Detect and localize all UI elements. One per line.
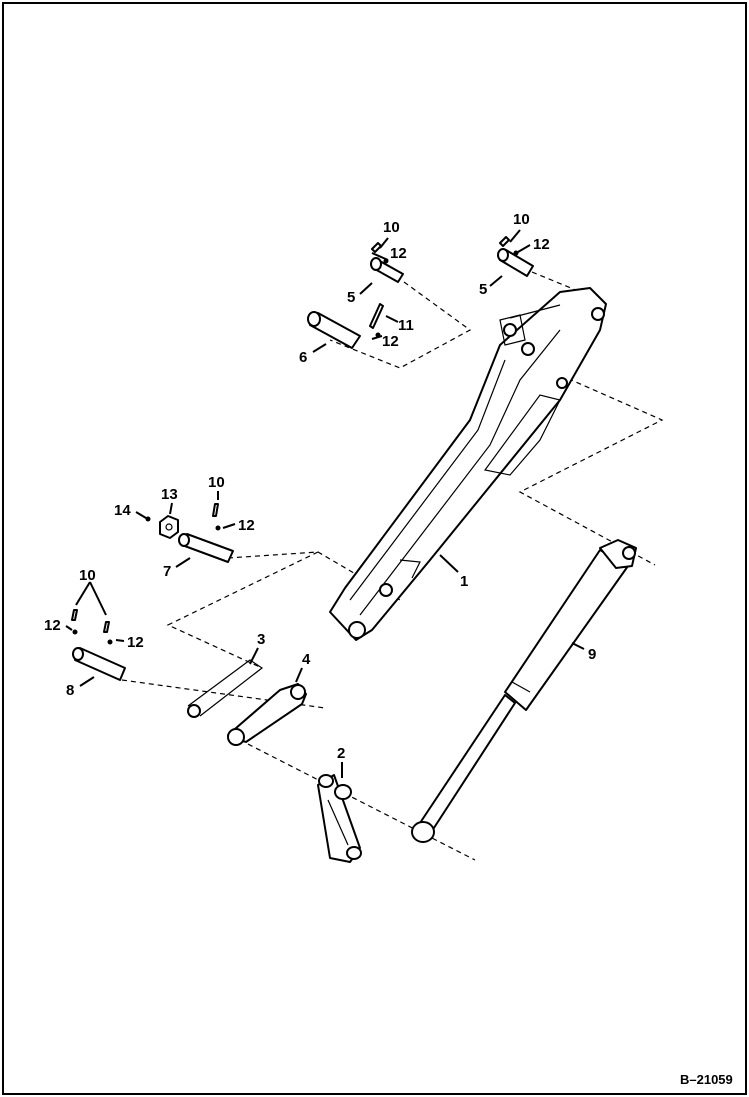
callout-10-c: 10 xyxy=(208,474,225,491)
callouts: 1 2 3 4 5 5 6 7 8 9 10 10 10 10 11 12 12… xyxy=(44,211,596,762)
callout-12-e: 12 xyxy=(44,617,61,634)
callout-10-b: 10 xyxy=(513,211,530,228)
pin-part-8 xyxy=(72,647,126,681)
callout-12-d: 12 xyxy=(238,517,255,534)
callout-8: 8 xyxy=(66,682,74,699)
cylinder-part xyxy=(411,539,637,843)
pin-part-6 xyxy=(307,311,361,349)
leader-lines xyxy=(65,229,585,778)
callout-7: 7 xyxy=(163,563,171,580)
callout-14: 14 xyxy=(114,502,131,519)
link-part-4 xyxy=(227,683,307,746)
pin-part-5-right xyxy=(497,248,534,277)
callout-10-d: 10 xyxy=(79,567,96,584)
callout-12-f: 12 xyxy=(127,634,144,651)
callout-3: 3 xyxy=(257,631,265,648)
callout-12-b: 12 xyxy=(533,236,550,253)
callout-10-a: 10 xyxy=(383,219,400,236)
pin-part-5-left xyxy=(370,257,404,283)
callout-4: 4 xyxy=(302,651,311,668)
callout-5-left: 5 xyxy=(347,289,355,306)
callout-1: 1 xyxy=(460,573,468,590)
boom-part xyxy=(329,287,607,641)
link-part-3 xyxy=(187,659,264,718)
figure-id: B–21059 xyxy=(680,1072,733,1087)
small-hardware xyxy=(71,236,519,645)
callout-12-c: 12 xyxy=(382,333,399,350)
nut-part-13 xyxy=(159,515,179,539)
callout-5-right: 5 xyxy=(479,281,487,298)
callout-11: 11 xyxy=(398,317,414,334)
callout-2: 2 xyxy=(337,745,345,762)
pin-part-7 xyxy=(178,533,234,563)
callout-9: 9 xyxy=(588,646,596,663)
link-part-2 xyxy=(317,774,362,863)
callout-6: 6 xyxy=(299,349,307,366)
callout-12-a: 12 xyxy=(390,245,407,262)
callout-13: 13 xyxy=(161,486,178,503)
